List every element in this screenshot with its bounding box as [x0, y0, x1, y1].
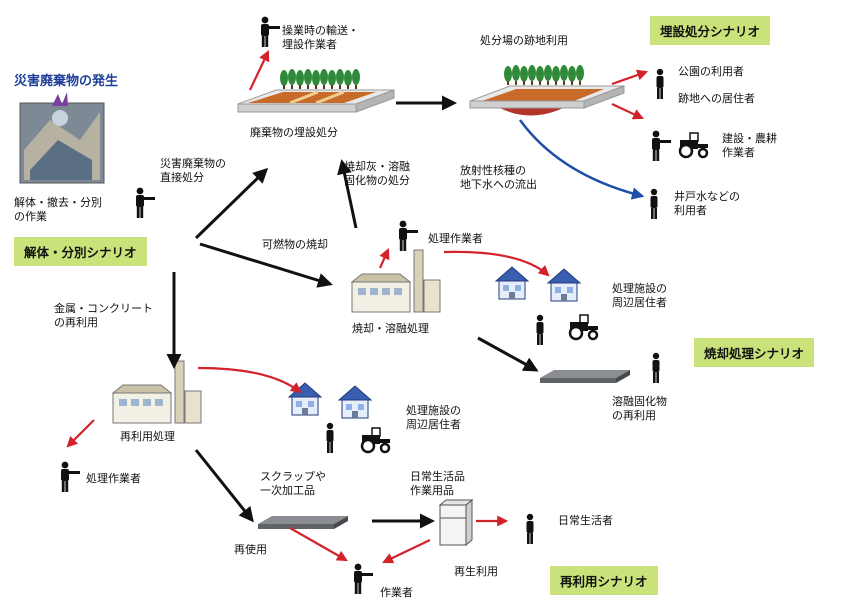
label-transport-worker: 操業時の輸送・ 埋設作業者	[282, 24, 359, 51]
landfill-illustration	[237, 69, 395, 113]
label-well-user: 井戸水などの 利用者	[674, 190, 740, 217]
label-slag-reuse: 溶融固化物 の再利用	[612, 395, 667, 422]
scenario-reuse: 再利用シナリオ	[550, 566, 658, 595]
farm-worker-icon	[652, 130, 671, 161]
label-incin-neighbor: 処理施設の 周辺居住者	[612, 282, 667, 309]
label-site-reuse: 処分場の跡地利用	[480, 34, 568, 47]
tractor-icon	[568, 313, 600, 341]
scenario-burial: 埋設処分シナリオ	[650, 16, 771, 45]
scenario-incineration: 焼却処理シナリオ	[694, 338, 815, 367]
label-incin-worker: 処理作業者	[428, 232, 483, 245]
recycle-factory	[112, 360, 202, 424]
label-combustible: 可燃物の焼却	[262, 238, 328, 251]
label-scrap: スクラップや 一次加工品	[260, 470, 326, 497]
dismantle-worker-icon	[136, 187, 155, 218]
label-groundwater: 放射性核種の 地下水への流出	[460, 164, 537, 191]
scrap-slab	[258, 516, 348, 529]
label-daily-user: 日常生活者	[558, 514, 613, 527]
label-daily-goods: 日常生活品 作業用品	[410, 470, 465, 497]
recycle-worker-icon	[61, 461, 80, 492]
tractor-icon	[678, 131, 710, 159]
incin-worker-icon	[399, 220, 418, 251]
well-user-icon	[650, 188, 658, 219]
label-farm-worker: 建設・農耕 作業者	[722, 132, 777, 159]
house-icon	[338, 385, 372, 419]
label-direct-disposal: 災害廃棄物の 直接処分	[160, 157, 226, 184]
slag-slab	[540, 370, 630, 383]
label-site-resident: 跡地への居住者	[678, 92, 755, 105]
label-park-user: 公園の利用者	[678, 65, 744, 78]
house-icon	[547, 268, 581, 302]
tractor-icon	[360, 426, 392, 454]
transport-worker-icon	[261, 16, 280, 47]
debris-image	[19, 92, 105, 184]
house-icon	[495, 266, 529, 300]
daily-user-icon	[526, 513, 534, 544]
incinerator-factory	[351, 249, 441, 313]
label-reuse: 再使用	[234, 543, 267, 556]
site-reuse-illustration	[469, 65, 625, 116]
recycle-neighbor-icon	[326, 422, 334, 453]
label-recycle-use: 再生利用	[454, 565, 498, 578]
red-arrows	[66, 50, 649, 564]
label-landfill: 廃棄物の埋設処分	[250, 126, 338, 139]
label-dismantle-worker: 解体・撤去・分別 の作業	[14, 196, 102, 223]
daily-goods-box	[438, 498, 474, 547]
label-recycle: 再利用処理	[120, 430, 175, 443]
label-ash-disposal: 焼却灰・溶融 固化物の処分	[344, 160, 410, 187]
label-recycle-neighbor: 処理施設の 周辺居住者	[406, 404, 461, 431]
blue-arrow	[518, 119, 645, 200]
incin-neighbor-icon	[536, 314, 544, 345]
final-worker-icon	[354, 563, 373, 594]
page-title: 災害廃棄物の発生	[14, 74, 119, 89]
label-worker: 作業者	[380, 586, 413, 599]
label-recycle-worker: 処理作業者	[86, 472, 141, 485]
park-user-icon	[656, 68, 664, 99]
black-arrows	[166, 95, 539, 529]
scenario-dismantle: 解体・分別シナリオ	[14, 237, 147, 266]
label-incinerate: 焼却・溶融処理	[352, 322, 429, 335]
slag-user-icon	[652, 352, 660, 383]
label-metal-reuse: 金属・コンクリート の再利用	[54, 302, 153, 329]
